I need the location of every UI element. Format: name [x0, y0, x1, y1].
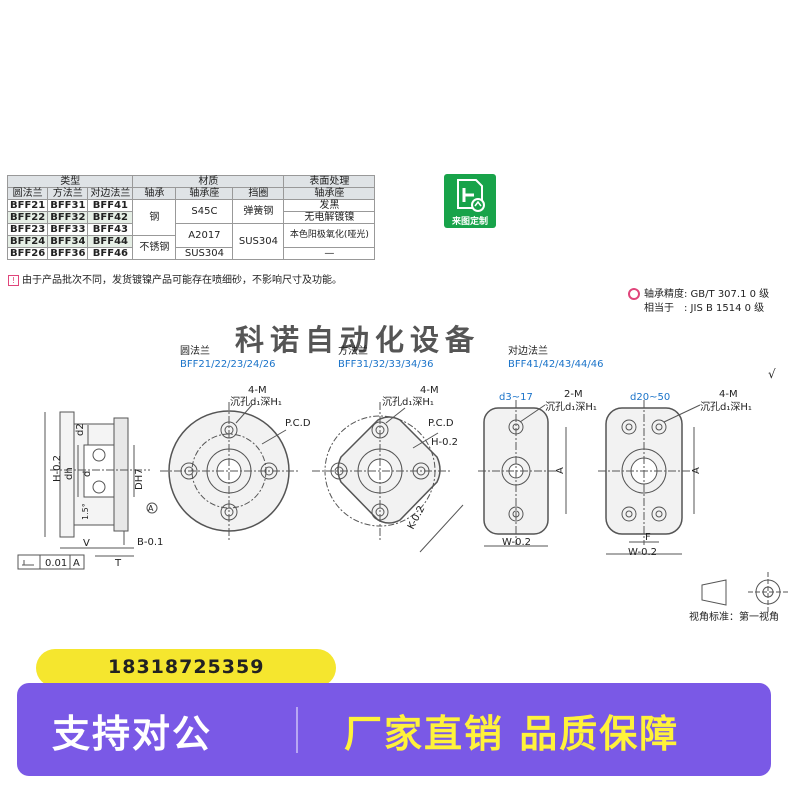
dim-b: B-0.1	[137, 537, 163, 548]
model-code: BFF36	[47, 247, 89, 260]
dim-t: T	[114, 558, 122, 569]
phone-number: 18318725359	[108, 656, 265, 678]
th-housing: 轴承座	[175, 187, 234, 200]
precision-info: 轴承精度: GB/T 307.1 0 级 相当于 : JIS B 1514 0 …	[628, 288, 769, 316]
series-square-codes: BFF31/32/33/34/36	[338, 359, 434, 370]
model-code: BFF26	[6, 247, 49, 260]
side-large-w: W-0.2	[628, 547, 657, 558]
model-code: BFF32	[47, 211, 89, 224]
view-standard: 视角标准：第一视角	[689, 610, 779, 623]
series-round-name: 圆法兰	[180, 346, 210, 357]
th-square: 方法兰	[47, 187, 89, 200]
dim-d: d	[82, 471, 93, 477]
side-flange-small-view	[478, 400, 567, 547]
side-large-holes: 4-M	[719, 389, 738, 400]
square-counterbore: 沉孔d₁深H₁	[382, 395, 434, 408]
series-square-name: 方法兰	[338, 346, 368, 357]
round-pcd: P.C.D	[285, 418, 311, 429]
side-large-a: A	[691, 467, 702, 474]
side-flange-large-view	[598, 400, 701, 555]
side-small-holes: 2-M	[564, 389, 583, 400]
material-sus304-ring: SUS304	[232, 223, 285, 260]
side-large-counterbore: 沉孔d₁深H₁	[700, 400, 752, 413]
custom-drawing-badge[interactable]: 来图定制	[444, 174, 496, 228]
promo-divider	[296, 707, 298, 753]
precision-line-1: 轴承精度: GB/T 307.1 0 级	[644, 289, 770, 300]
custom-drawing-label: 来图定制	[451, 217, 488, 227]
promo-banner: 支持对公 厂家直销 品质保障	[17, 683, 771, 776]
side-large-f: F	[645, 532, 651, 543]
dim-angle: 1.5°	[81, 503, 90, 520]
precision-line-2: 相当于 : JIS B 1514 0 级	[644, 303, 765, 314]
datum-a-circle: A	[148, 504, 154, 513]
model-code: BFF46	[87, 247, 134, 260]
promo-left-text: 支持对公	[52, 712, 213, 756]
batch-note-text: 由于产品批次不同，发货镀镍产品可能存在喷细砂，不影响尺寸及功能。	[22, 275, 342, 286]
batch-note: !由于产品批次不同，发货镀镍产品可能存在喷细砂，不影响尺寸及功能。	[8, 271, 342, 286]
phone-number-banner[interactable]: 18318725359	[36, 649, 336, 687]
dim-dh7: DH7	[134, 468, 145, 490]
round-holes: 4-M	[248, 385, 267, 396]
promo-right-text: 厂家直销 品质保障	[344, 712, 680, 756]
side-section-view	[17, 411, 158, 570]
series-round-codes: BFF21/22/23/24/26	[180, 359, 276, 370]
series-square: 方法兰 BFF31/32/33/34/36	[338, 345, 433, 371]
flatness-datum: A	[73, 558, 80, 569]
side-small-range: d3~17	[499, 392, 533, 403]
first-angle-projection-icon	[701, 572, 788, 612]
th-side: 对边法兰	[87, 187, 134, 200]
series-round: 圆法兰 BFF21/22/23/24/26	[180, 345, 275, 371]
watermark: 科诺自动化设备	[235, 323, 481, 357]
precision-marker-icon	[628, 288, 640, 300]
surface-none: —	[283, 247, 376, 260]
warning-icon: !	[8, 274, 19, 286]
material-sus304-housing: SUS304	[175, 247, 234, 260]
model-code: BFF24	[6, 235, 49, 248]
side-small-a: A	[555, 467, 566, 474]
side-small-w: W-0.2	[502, 537, 531, 548]
th-ring: 挡圈	[232, 187, 285, 200]
round-counterbore: 沉孔d₁深H₁	[230, 395, 282, 408]
side-large-range: d20~50	[630, 392, 670, 403]
dim-dh: dh	[64, 467, 75, 480]
custom-drawing-icon	[457, 179, 485, 212]
round-flange-view	[160, 402, 298, 540]
side-small-counterbore: 沉孔d₁深H₁	[545, 400, 597, 413]
surface-finish-mark: √	[768, 367, 776, 381]
series-side-name: 对边法兰	[508, 346, 548, 357]
series-side: 对边法兰 BFF41/42/43/44/46	[508, 345, 603, 371]
series-side-codes: BFF41/42/43/44/46	[508, 359, 604, 370]
dim-v: V	[83, 538, 90, 549]
model-code: BFF22	[6, 211, 49, 224]
square-pcd: P.C.D	[428, 418, 454, 429]
model-code: BFF44	[87, 235, 134, 248]
dim-h-side: H-0.2	[52, 455, 63, 482]
square-h: H-0.2	[431, 437, 458, 448]
model-code: BFF34	[47, 235, 89, 248]
material-stainless: 不锈钢	[132, 235, 177, 260]
square-holes: 4-M	[420, 385, 439, 396]
spec-table: 类型 材质 表面处理 圆法兰 方法兰 对边法兰 轴承 轴承座 挡圈 轴承座 BF…	[6, 175, 376, 260]
flatness-value: 0.01	[45, 558, 67, 569]
th-material: 材质	[132, 175, 285, 188]
dim-d2: d2	[75, 423, 86, 436]
square-flange-view	[312, 402, 464, 553]
